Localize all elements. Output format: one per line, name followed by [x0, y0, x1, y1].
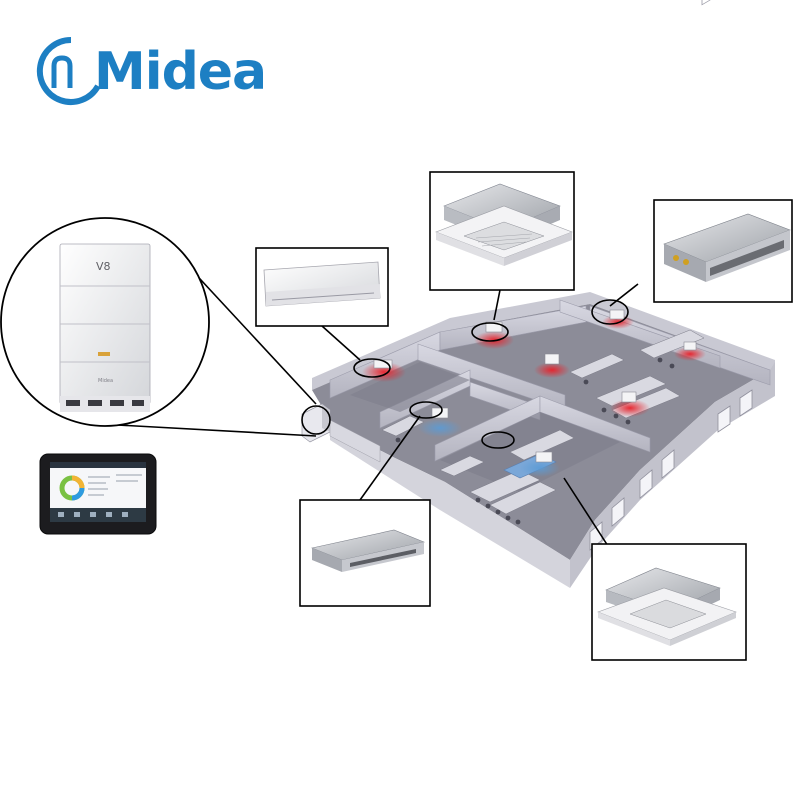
midea-logo: Midea: [36, 36, 267, 106]
wall-mounted-unit-image: [263, 261, 381, 307]
indoor-units-airflow: [362, 315, 706, 477]
midea-swoosh-icon: [36, 36, 101, 105]
slim-duct-image: [310, 529, 426, 572]
compact-cassette-image: [597, 567, 737, 646]
office-floor-plan: [301, 0, 775, 588]
four-way-cassette-unit-callout: [429, 171, 575, 291]
slim-duct-unit-callout: [299, 499, 431, 607]
touch-controller: [39, 453, 157, 535]
compact-cassette-unit-callout: [591, 543, 747, 661]
high-static-duct-image: [663, 213, 791, 282]
exterior-windows: [589, 389, 753, 551]
outdoor-vrf-unit-callout: V8 Midea: [0, 217, 210, 427]
outdoor-unit-model-badge: V8: [96, 260, 111, 273]
outdoor-vrf-unit-image: [59, 243, 151, 412]
wall-mounted-unit-callout: [255, 247, 389, 327]
callout-rings: [301, 299, 629, 449]
brand-name: Midea: [94, 42, 267, 102]
high-static-duct-unit-callout: [653, 199, 793, 303]
controller-donut-chart: [59, 475, 85, 501]
four-way-cassette-image: [435, 183, 573, 266]
outdoor-unit-logo-text: Midea: [98, 378, 113, 384]
